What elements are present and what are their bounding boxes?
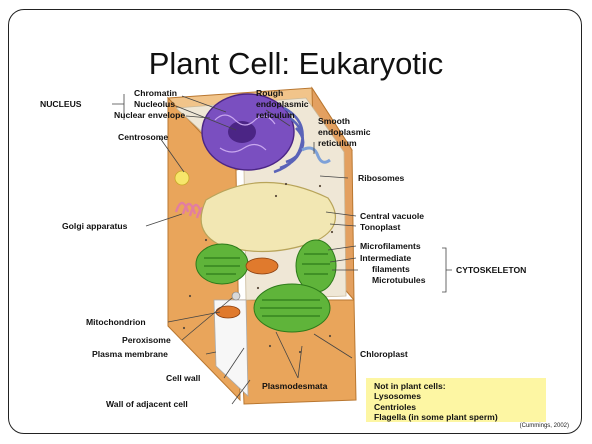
rough-er-label-3: reticulum — [256, 110, 295, 120]
note-item: Flagella (in some plant sperm) — [366, 412, 546, 422]
smooth-er-label-1: Smooth — [318, 116, 350, 126]
golgi-apparatus-label: Golgi apparatus — [62, 221, 128, 231]
central-vacuole-label: Central vacuole — [360, 211, 424, 221]
centrosome-label: Centrosome — [118, 132, 168, 142]
chromatin-label: Chromatin — [134, 88, 177, 98]
plasmodesmata-label: Plasmodesmata — [262, 381, 328, 391]
chloroplast-right — [296, 240, 336, 292]
mitochondrion — [246, 258, 278, 274]
note-title: Not in plant cells: — [366, 378, 546, 391]
mitochondrion-label: Mitochondrion — [86, 317, 146, 327]
smooth-er-label-2: endoplasmic — [318, 127, 371, 137]
tonoplast-label: Tonoplast — [360, 222, 401, 232]
nuclear-envelope-label: Nuclear envelope — [114, 110, 185, 120]
ribosomes-label: Ribosomes — [358, 173, 405, 183]
chloroplast-left — [196, 244, 248, 284]
cell-wall-label: Cell wall — [166, 373, 200, 383]
cytoskeleton-group-label: CYTOSKELETON — [456, 265, 526, 275]
rough-er-label-2: endoplasmic — [256, 99, 309, 109]
intermediate-filaments-label-1: Intermediate — [360, 253, 411, 263]
microtubules-label: Microtubules — [372, 275, 426, 285]
not-in-plant-cells-note: Not in plant cells: Lysosomes Centrioles… — [366, 378, 546, 422]
peroxisome — [232, 292, 240, 300]
intermediate-filaments-label-2: filaments — [372, 264, 410, 274]
microfilaments-label: Microfilaments — [360, 241, 421, 251]
rough-er-label-1: Rough — [256, 88, 283, 98]
note-item: Centrioles — [366, 402, 546, 412]
note-item: Lysosomes — [366, 391, 546, 401]
plasma-membrane-label: Plasma membrane — [92, 349, 168, 359]
centrosome — [175, 171, 189, 185]
peroxisome-label: Peroxisome — [122, 335, 171, 345]
chloroplast-label: Chloroplast — [360, 349, 408, 359]
chloroplast-bottom — [254, 284, 330, 332]
wall-of-adjacent-cell-label: Wall of adjacent cell — [106, 399, 188, 409]
image-credit: (Cummings, 2002) — [520, 423, 569, 429]
nucleus-group-label: NUCLEUS — [40, 99, 82, 109]
nucleolus-label: Nucleolus — [134, 99, 175, 109]
smooth-er-label-3: reticulum — [318, 138, 357, 148]
